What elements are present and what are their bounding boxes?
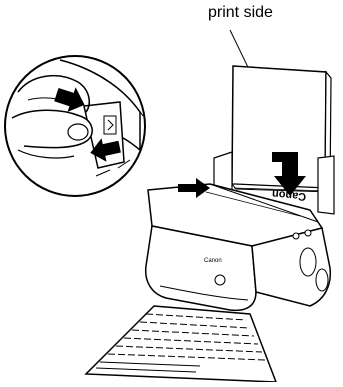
printer-brand-text: Canon (204, 258, 222, 264)
paper-guide-inset (5, 56, 145, 196)
output-paper (86, 306, 276, 382)
print-side-label: print side (208, 4, 273, 22)
paper-support-right (318, 156, 334, 214)
